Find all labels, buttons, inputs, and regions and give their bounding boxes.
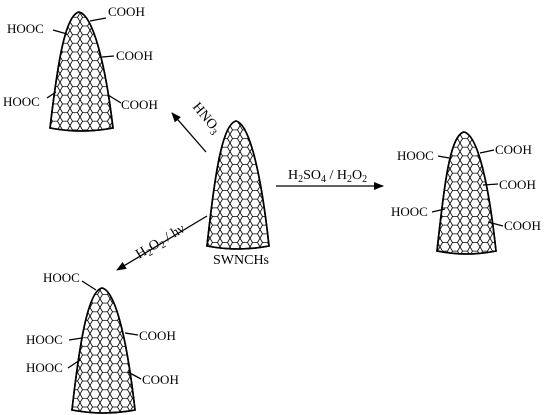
bond-line bbox=[437, 155, 450, 159]
hooc-label: HOOC bbox=[7, 21, 44, 36]
cooh-label: COOH bbox=[504, 218, 541, 233]
hooc-label: HOOC bbox=[26, 360, 63, 375]
hooc-label: HOOC bbox=[26, 332, 63, 347]
bond-line bbox=[127, 371, 142, 380]
cooh-label: COOH bbox=[495, 142, 532, 157]
cooh-label: COOH bbox=[121, 97, 158, 112]
h2so4-h2o2-reagent-label: H2SO4 / H2O2 bbox=[288, 168, 367, 185]
cooh-label: COOH bbox=[139, 328, 176, 343]
honeycomb-lattice bbox=[436, 131, 497, 255]
bond-line bbox=[67, 359, 81, 369]
hno3-reaction-arrow bbox=[171, 112, 207, 153]
bond-line bbox=[46, 91, 57, 99]
honeycomb-lattice bbox=[206, 120, 270, 250]
bond-line bbox=[89, 17, 107, 22]
bond-line bbox=[124, 332, 139, 336]
bond-line bbox=[81, 280, 97, 291]
cooh-label: COOH bbox=[108, 4, 145, 19]
bond-line bbox=[431, 208, 446, 213]
swnchs-label: SWNCHs bbox=[213, 253, 269, 268]
bond-line bbox=[479, 149, 495, 154]
bond-line bbox=[101, 55, 115, 58]
honeycomb-lattice bbox=[49, 11, 114, 132]
hooc-label: HOOC bbox=[397, 148, 434, 163]
cooh-label: COOH bbox=[499, 177, 536, 192]
hno3-reagent-label: HNO3 bbox=[187, 100, 223, 138]
h2o2-reaction-arrow bbox=[116, 215, 208, 271]
bond-lines bbox=[46, 17, 504, 380]
bond-line bbox=[52, 29, 68, 35]
hooc-label: HOOC bbox=[43, 270, 80, 285]
bond-line bbox=[107, 94, 122, 104]
bond-line bbox=[482, 183, 499, 186]
h2o2-hv-reagent-label: H2O2 / hν bbox=[133, 222, 188, 265]
hooc-label: HOOC bbox=[391, 204, 428, 219]
honeycomb-lattice bbox=[71, 287, 136, 414]
cooh-label: COOH bbox=[116, 48, 153, 63]
cooh-label: COOH bbox=[142, 372, 179, 387]
hooc-label: HOOC bbox=[3, 94, 40, 109]
bond-line bbox=[487, 221, 504, 227]
bond-line bbox=[68, 337, 83, 341]
